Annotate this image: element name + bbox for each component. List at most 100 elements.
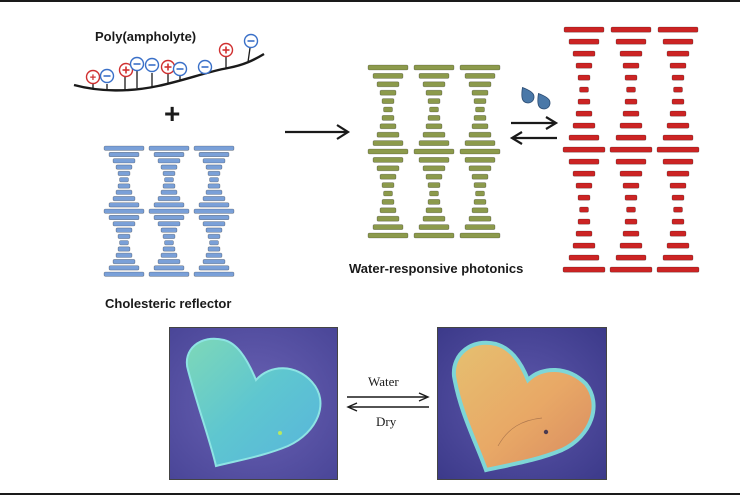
mesogen-layer	[379, 173, 397, 180]
mesogen-layer	[413, 64, 455, 71]
mesogen-layer	[205, 189, 223, 195]
mesogen-layer	[157, 158, 181, 164]
mesogen-layer	[671, 218, 685, 225]
mesogen-layer	[153, 202, 185, 208]
wet-film-photo	[437, 327, 607, 480]
mesogen-layer	[575, 110, 593, 117]
mesogen-layer	[207, 233, 221, 239]
mesogen-layer	[468, 215, 492, 222]
mesogen-layer	[425, 89, 443, 96]
mesogen-layer	[562, 146, 606, 153]
swollen-photonics-stack	[562, 26, 700, 273]
water-arrow-icon	[347, 392, 430, 402]
cholesteric-reflector-label: Cholesteric reflector	[105, 296, 232, 311]
negative-charge-icon	[99, 68, 115, 84]
mesogen-layer	[666, 170, 690, 177]
mesogen-layer	[372, 73, 404, 79]
mesogen-layer	[381, 199, 395, 205]
bottom-border	[0, 493, 740, 495]
mesogen-layer	[162, 246, 176, 252]
cholesteric-reflector-stack	[103, 145, 235, 277]
mesogen-layer	[568, 134, 600, 141]
mesogen-layer	[376, 165, 400, 172]
mesogen-layer	[205, 227, 223, 233]
positive-charge-icon	[218, 42, 234, 58]
mesogen-layer	[198, 265, 230, 271]
mesogen-layer	[148, 208, 190, 214]
mesogen-layer	[464, 157, 496, 163]
mesogen-layer	[673, 206, 683, 213]
mesogen-layer	[422, 81, 446, 88]
mesogen-layer	[153, 265, 185, 271]
mesogen-layer	[427, 182, 441, 188]
water-responsive-photonics-label: Water-responsive photonics	[349, 261, 524, 276]
mesogen-layer	[622, 110, 640, 117]
dry-heart-image	[170, 328, 337, 479]
top-border	[0, 0, 740, 2]
mesogen-layer	[624, 218, 638, 225]
mesogen-layer	[622, 182, 640, 189]
mesogen-layer	[425, 123, 443, 130]
mesogen-layer	[198, 215, 230, 221]
mesogen-layer	[473, 98, 487, 104]
mesogen-layer	[572, 242, 596, 249]
mesogen-layer	[577, 218, 591, 225]
mesogen-layer	[669, 230, 687, 237]
mesogen-layer	[464, 140, 496, 146]
mesogen-layer	[626, 86, 636, 93]
mesogen-layer	[413, 232, 455, 239]
mesogen-layer	[164, 177, 174, 183]
mesogen-layer	[459, 148, 501, 155]
dry-film-photo	[169, 327, 338, 480]
mesogen-layer	[372, 224, 404, 230]
reversible-arrows-icon	[509, 116, 559, 145]
mesogen-layer	[624, 98, 638, 105]
mesogen-layer	[198, 152, 230, 158]
mesogen-layer	[624, 74, 638, 81]
mesogen-layer	[367, 232, 409, 239]
mesogen-layer	[193, 145, 235, 151]
mesogen-layer	[162, 233, 176, 239]
mesogen-layer	[669, 62, 687, 69]
negative-charge-icon	[197, 59, 213, 75]
mesogen-layer	[468, 131, 492, 138]
mesogen-layer	[619, 122, 643, 129]
mesogen-layer	[619, 50, 643, 57]
mesogen-layer	[671, 74, 685, 81]
negative-charge-icon	[144, 57, 160, 73]
mesogen-layer	[367, 148, 409, 155]
mesogen-layer	[157, 221, 181, 227]
mesogen-layer	[464, 73, 496, 79]
mesogen-layer	[153, 152, 185, 158]
mesogen-layer	[475, 106, 485, 113]
mesogen-layer	[103, 271, 145, 277]
positive-charge-icon: +	[85, 69, 101, 85]
mesogen-layer	[160, 227, 178, 233]
mesogen-layer	[626, 206, 636, 213]
mesogen-layer	[473, 182, 487, 188]
mesogen-layer	[579, 86, 589, 93]
mesogen-layer	[148, 271, 190, 277]
mesogen-layer	[418, 140, 450, 146]
positive-charge-icon	[118, 62, 134, 78]
mesogen-layer	[383, 106, 393, 113]
plus-sign: +	[164, 98, 181, 129]
mesogen-layer	[193, 271, 235, 277]
mesogen-layer	[425, 207, 443, 214]
mesogen-layer	[615, 158, 647, 165]
mesogen-layer	[464, 224, 496, 230]
dry-arrow-icon	[346, 402, 429, 412]
mesogen-layer	[662, 38, 694, 45]
mesogen-layer	[468, 165, 492, 172]
mesogen-layer	[202, 158, 226, 164]
mesogen-layer	[117, 170, 131, 176]
negative-charge-icon	[243, 33, 259, 49]
mesogen-layer	[666, 50, 690, 57]
mesogen-layer	[112, 221, 136, 227]
negative-charge-icon	[172, 61, 188, 77]
mesogen-layer	[117, 183, 131, 189]
dry-label: Dry	[376, 414, 397, 429]
mesogen-layer	[471, 207, 489, 214]
mesogen-layer	[471, 89, 489, 96]
mesogen-layer	[207, 246, 221, 252]
